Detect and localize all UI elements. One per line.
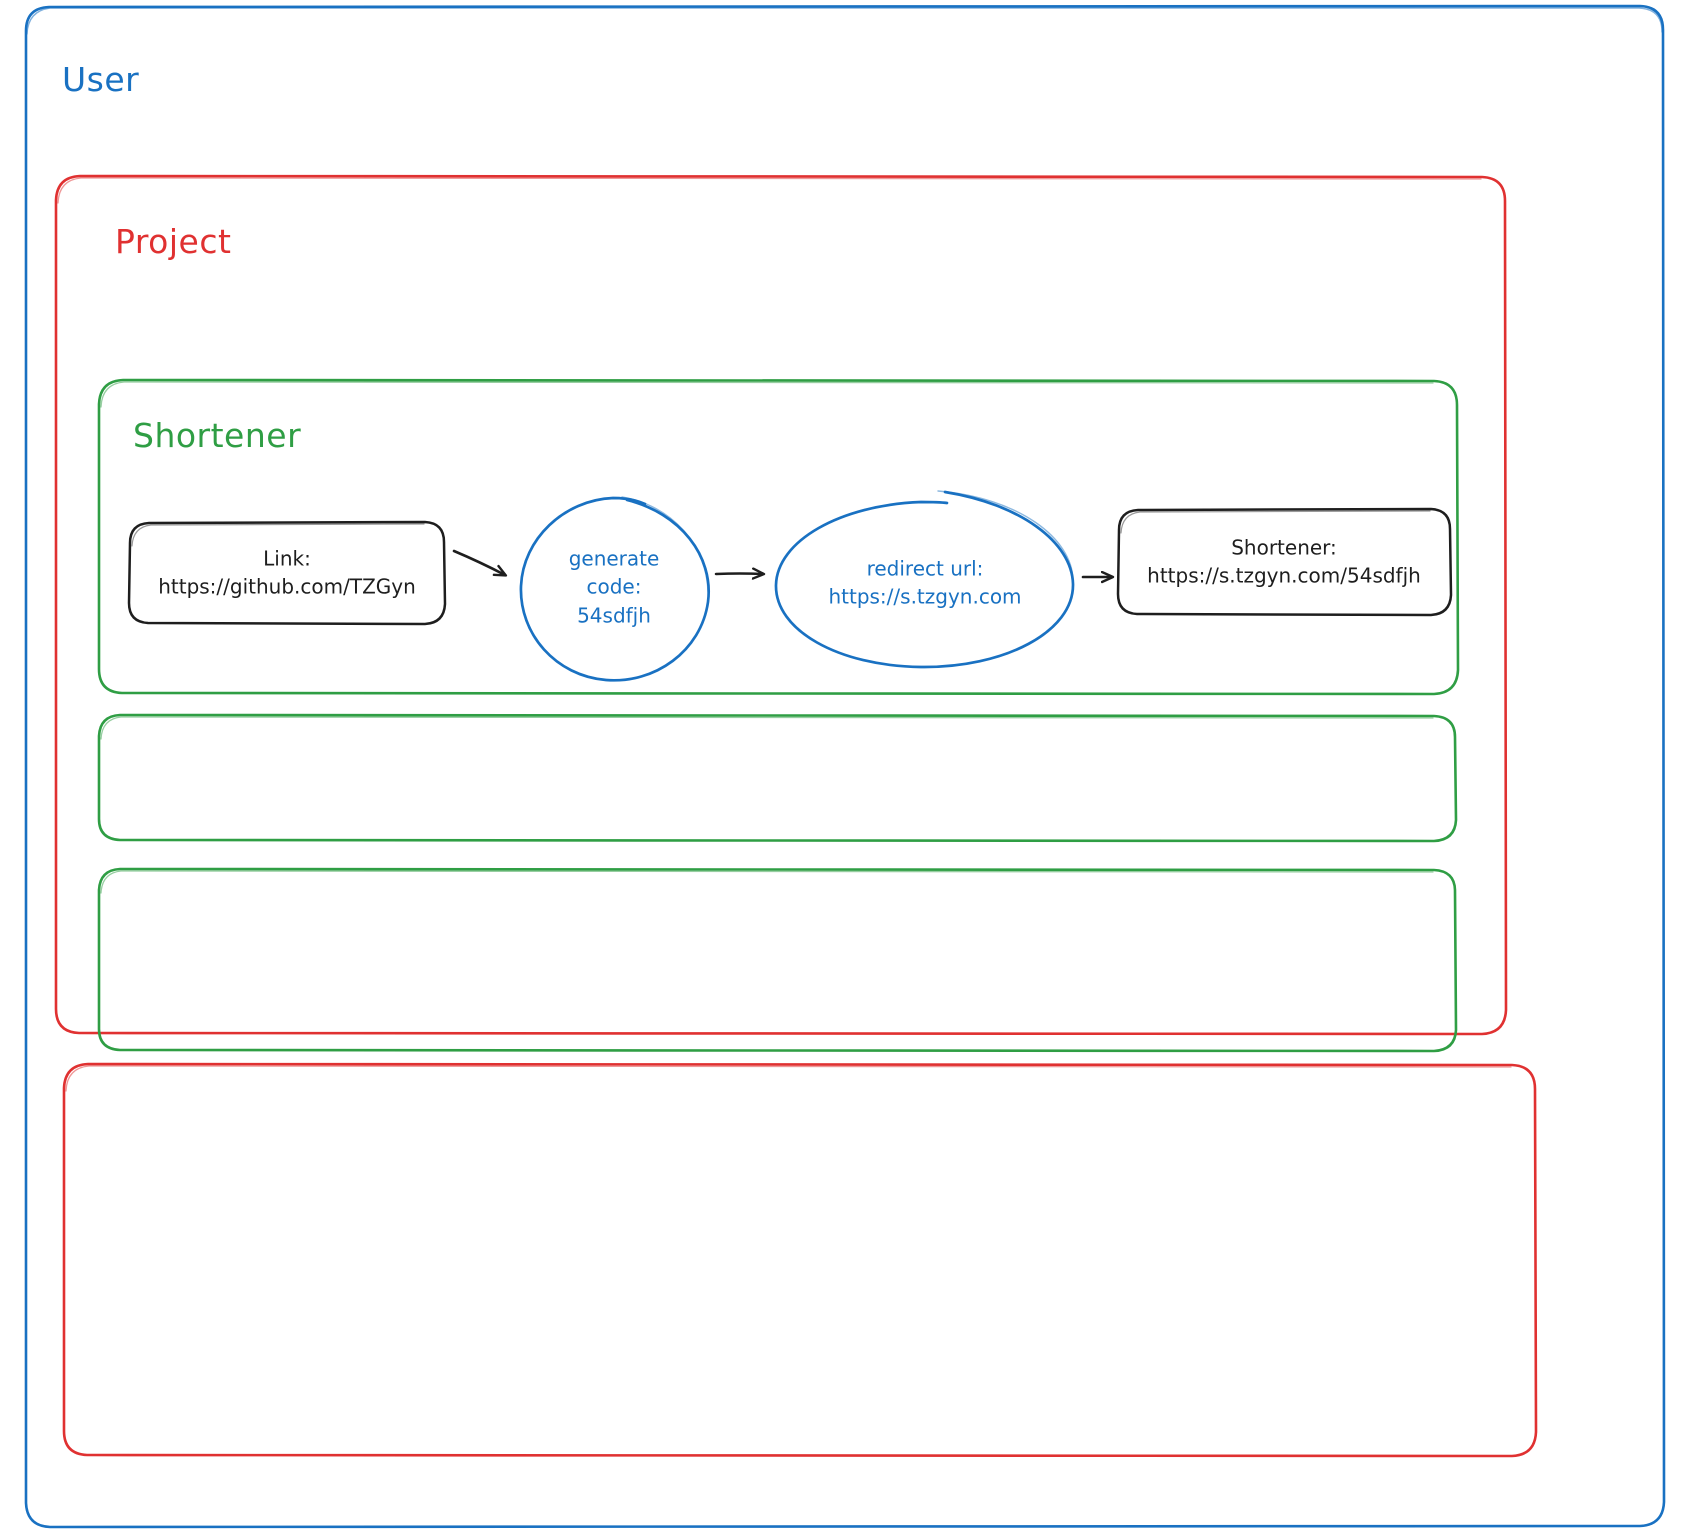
arrow-generate-to-redirect xyxy=(714,574,763,575)
user-container-border xyxy=(24,4,1666,1529)
empty-service-container-1-border xyxy=(97,713,1458,843)
redirect-url-node-shape[interactable] xyxy=(774,490,1075,669)
shortener-node-shape[interactable] xyxy=(1116,507,1453,617)
project-container-border xyxy=(54,174,1508,1036)
generate-code-node-shape[interactable] xyxy=(519,496,711,682)
link-node-shape[interactable] xyxy=(127,520,447,626)
arrow-link-to-generate xyxy=(452,549,505,575)
shortener-container-border xyxy=(97,378,1460,696)
empty-service-container-2-border xyxy=(97,867,1458,1053)
empty-project-container-border xyxy=(62,1062,1538,1458)
